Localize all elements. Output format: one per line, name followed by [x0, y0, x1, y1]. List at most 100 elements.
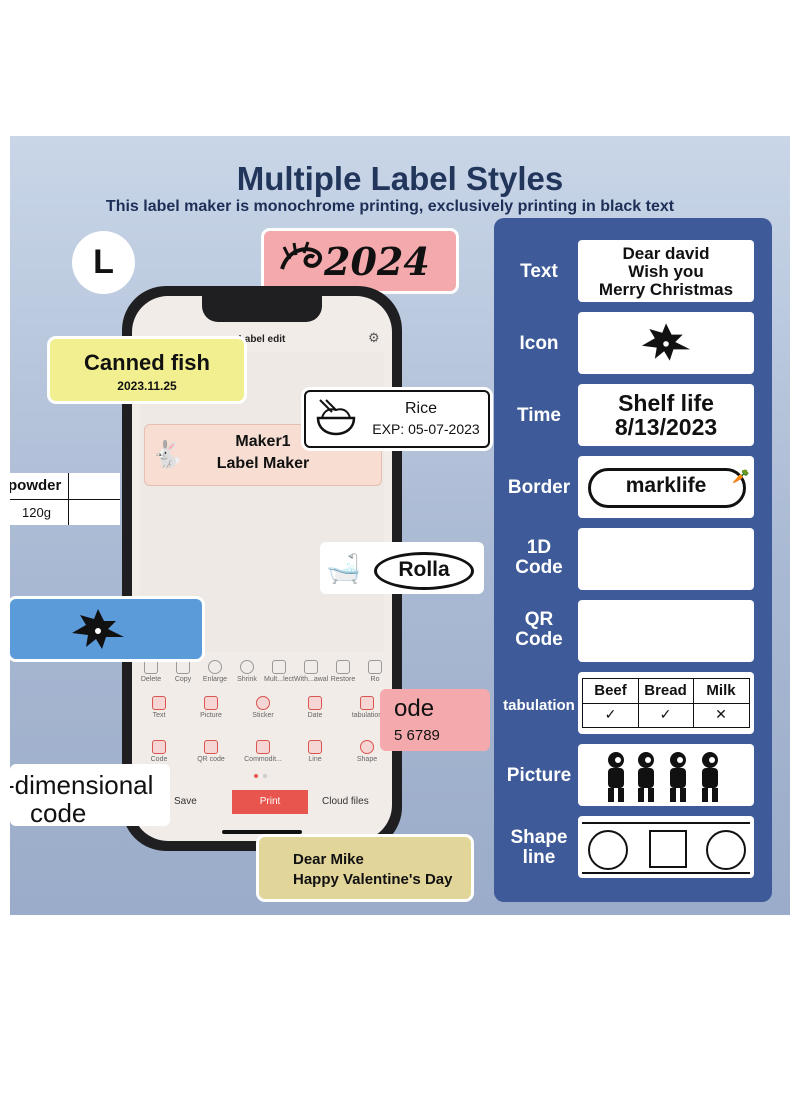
tool-qr-code-label: QR code	[197, 756, 225, 763]
tool-code[interactable]: Code	[142, 740, 176, 763]
table-icon	[360, 696, 374, 710]
dimensional-line2: code	[30, 798, 87, 828]
page-subtitle: This label maker is monochrome printing,…	[105, 198, 675, 215]
tool-commodity[interactable]: Commodit...	[242, 740, 284, 763]
tab-mark-milk: ✕	[715, 706, 727, 722]
rotate-icon	[368, 660, 382, 674]
rice-title: Rice	[404, 400, 437, 417]
dragon-icon	[280, 241, 323, 270]
style-name-qr-code-line2: Code	[515, 629, 563, 650]
tool-shape[interactable]: Shape	[350, 740, 384, 763]
print-button[interactable]: Print	[232, 790, 308, 814]
style-row-picture: Picture	[494, 744, 772, 806]
label-preview-line1: Maker1	[235, 433, 291, 450]
pink-code-label: ode 5 6789	[380, 689, 490, 751]
rolla-label: 🛁 Rolla	[320, 542, 484, 594]
tool-picture-label: Picture	[200, 712, 222, 719]
screen-title: Label edit	[238, 334, 286, 345]
settings-gear-icon[interactable]: ⚙	[368, 330, 380, 345]
style-row-qr-code: QR Code	[494, 600, 772, 662]
tool-restore[interactable]: Restore	[326, 660, 360, 683]
tool-commodity-label: Commodit...	[244, 756, 282, 763]
style-name-tabulation: tabulation	[503, 697, 575, 714]
undo-icon	[304, 660, 318, 674]
tool-enlarge-label: Enlarge	[202, 676, 228, 683]
tool-withdrawal-label: With...awal	[294, 676, 329, 683]
size-badge: L	[72, 231, 135, 294]
label-preview[interactable]: 🐇 Maker1 Label Maker	[144, 424, 382, 486]
style-sample-icon	[578, 312, 754, 374]
tool-withdrawal[interactable]: With...awal	[294, 660, 328, 683]
rice-bowl-icon	[316, 399, 356, 436]
style-sample-border: marklife 🥕	[578, 456, 754, 518]
tool-date[interactable]: Date	[298, 696, 332, 719]
style-row-border: Border marklife 🥕	[494, 456, 772, 518]
style-row-1d-code: 1D Code	[494, 528, 772, 590]
weight-cell: 120g	[22, 505, 51, 520]
bunny-sticker-icon: 🐇	[151, 439, 184, 469]
sticker-icon	[256, 696, 270, 710]
carrot-icon: 🥕	[732, 468, 750, 484]
tool-multi-select-label: Mult...lect	[264, 676, 294, 683]
style-name-text: Text	[520, 261, 558, 282]
tool-shrink[interactable]: Shrink	[230, 660, 264, 683]
style-name-time: Time	[516, 405, 561, 426]
tool-copy[interactable]: Copy	[166, 660, 200, 683]
calendar-icon	[308, 696, 322, 710]
powder-table-label: powder 120g	[10, 473, 120, 525]
tool-line[interactable]: Line	[298, 740, 332, 763]
style-name-picture: Picture	[506, 765, 572, 786]
tool-tabulation[interactable]: tabulation	[344, 696, 390, 719]
powder-cell: powder	[10, 477, 62, 494]
top-line	[582, 822, 750, 824]
style-sample-qr-code	[578, 600, 754, 662]
tool-tabulation-label: tabulation	[351, 712, 383, 719]
style-panel: Text Dear david Wish you Merry Christmas…	[494, 218, 772, 902]
shrink-icon	[240, 660, 254, 674]
tool-sticker[interactable]: Sticker	[246, 696, 280, 719]
tool-qr-code[interactable]: QR code	[194, 740, 228, 763]
picture-icon	[204, 696, 218, 710]
style-sample-shape-line	[578, 816, 754, 878]
page-dot-active	[254, 774, 258, 778]
tool-line-label: Line	[308, 756, 322, 763]
toolbar-row2: Text Picture Sticker Date tabulation	[132, 696, 392, 722]
page-dots	[254, 774, 270, 780]
canned-fish-label: Canned fish 2023.11.25	[50, 339, 244, 401]
tool-shrink-label: Shrink	[237, 676, 257, 683]
tool-rotate[interactable]: Ro	[358, 660, 392, 683]
tool-multi-select[interactable]: Mult...lect	[262, 660, 296, 683]
style-name-shape-line1: Shape	[510, 827, 568, 848]
dear-mike-line2: Happy Valentine's Day	[293, 871, 453, 888]
tool-enlarge[interactable]: Enlarge	[198, 660, 232, 683]
delete-icon	[144, 660, 158, 674]
phone-notch	[202, 296, 322, 322]
tool-shape-label: Shape	[356, 756, 378, 763]
tab-grid-col-divider-1	[638, 679, 639, 727]
tool-sticker-label: Sticker	[252, 712, 274, 719]
page-dot	[263, 774, 267, 778]
cloud-files-button[interactable]: Cloud files	[322, 796, 369, 807]
tool-delete-label: Delete	[140, 676, 162, 683]
rolla-oval	[374, 552, 474, 590]
save-button[interactable]: Save	[174, 796, 197, 807]
label-preview-line2: Label Maker	[216, 455, 310, 472]
redo-icon	[336, 660, 350, 674]
style-row-tabulation: tabulation Beef Bread Milk ✓ ✓ ✕	[494, 672, 772, 734]
cartoon-characters-icon	[608, 752, 718, 802]
style-row-shape-line: Shape line	[494, 816, 772, 878]
tool-date-label: Date	[307, 712, 323, 719]
rice-label: Rice EXP: 05-07-2023	[304, 390, 490, 448]
tool-text[interactable]: Text	[142, 696, 176, 719]
text-sample-line1: Dear david	[622, 244, 710, 263]
toolbar-row1: Delete Copy Enlarge Shrink Mult...lect W…	[132, 660, 392, 683]
text-sample-line2: Wish you	[628, 262, 704, 281]
tab-grid-col-divider-2	[693, 679, 694, 727]
circle-shape-icon	[588, 830, 628, 870]
tool-delete[interactable]: Delete	[134, 660, 168, 683]
square-shape-icon	[649, 830, 687, 868]
multi-select-icon	[272, 660, 286, 674]
time-sample-line1: Shelf life	[618, 390, 714, 416]
tool-picture[interactable]: Picture	[194, 696, 228, 719]
home-indicator	[222, 830, 302, 834]
